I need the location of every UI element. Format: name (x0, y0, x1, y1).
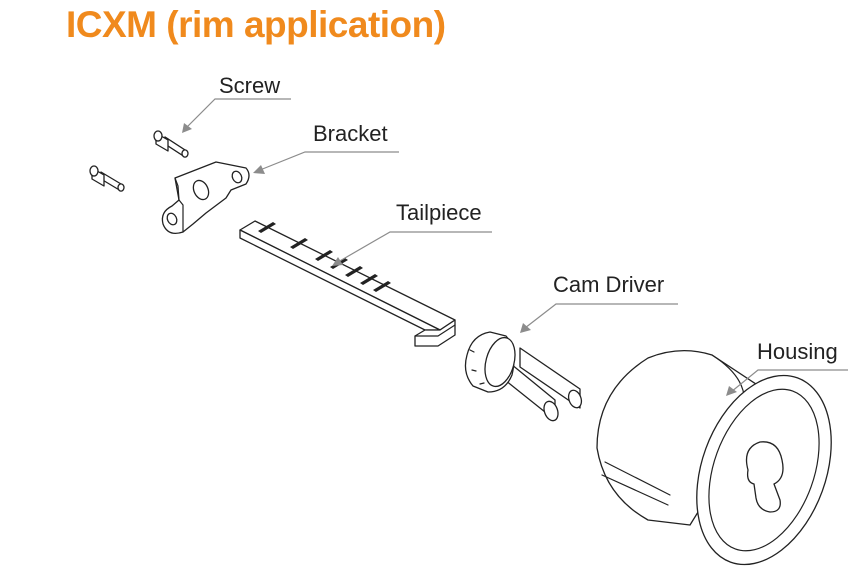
callout-bracket: Bracket (253, 121, 399, 174)
label-cam-driver: Cam Driver (553, 272, 664, 297)
screw-left (89, 165, 125, 192)
callout-housing: Housing (726, 339, 848, 396)
bracket-part (161, 161, 250, 235)
label-screw: Screw (219, 73, 280, 98)
label-tailpiece: Tailpiece (396, 200, 482, 225)
label-housing: Housing (757, 339, 838, 364)
callout-screw: Screw (182, 73, 291, 133)
label-bracket: Bracket (313, 121, 388, 146)
screw-top (153, 130, 189, 158)
housing-part (596, 350, 832, 566)
callout-cam-driver: Cam Driver (520, 272, 678, 333)
diagram-title: ICXM (rim application) (66, 4, 446, 45)
cam-driver-part (464, 331, 583, 422)
callout-tailpiece: Tailpiece (332, 200, 492, 266)
tailpiece-part (239, 220, 456, 347)
